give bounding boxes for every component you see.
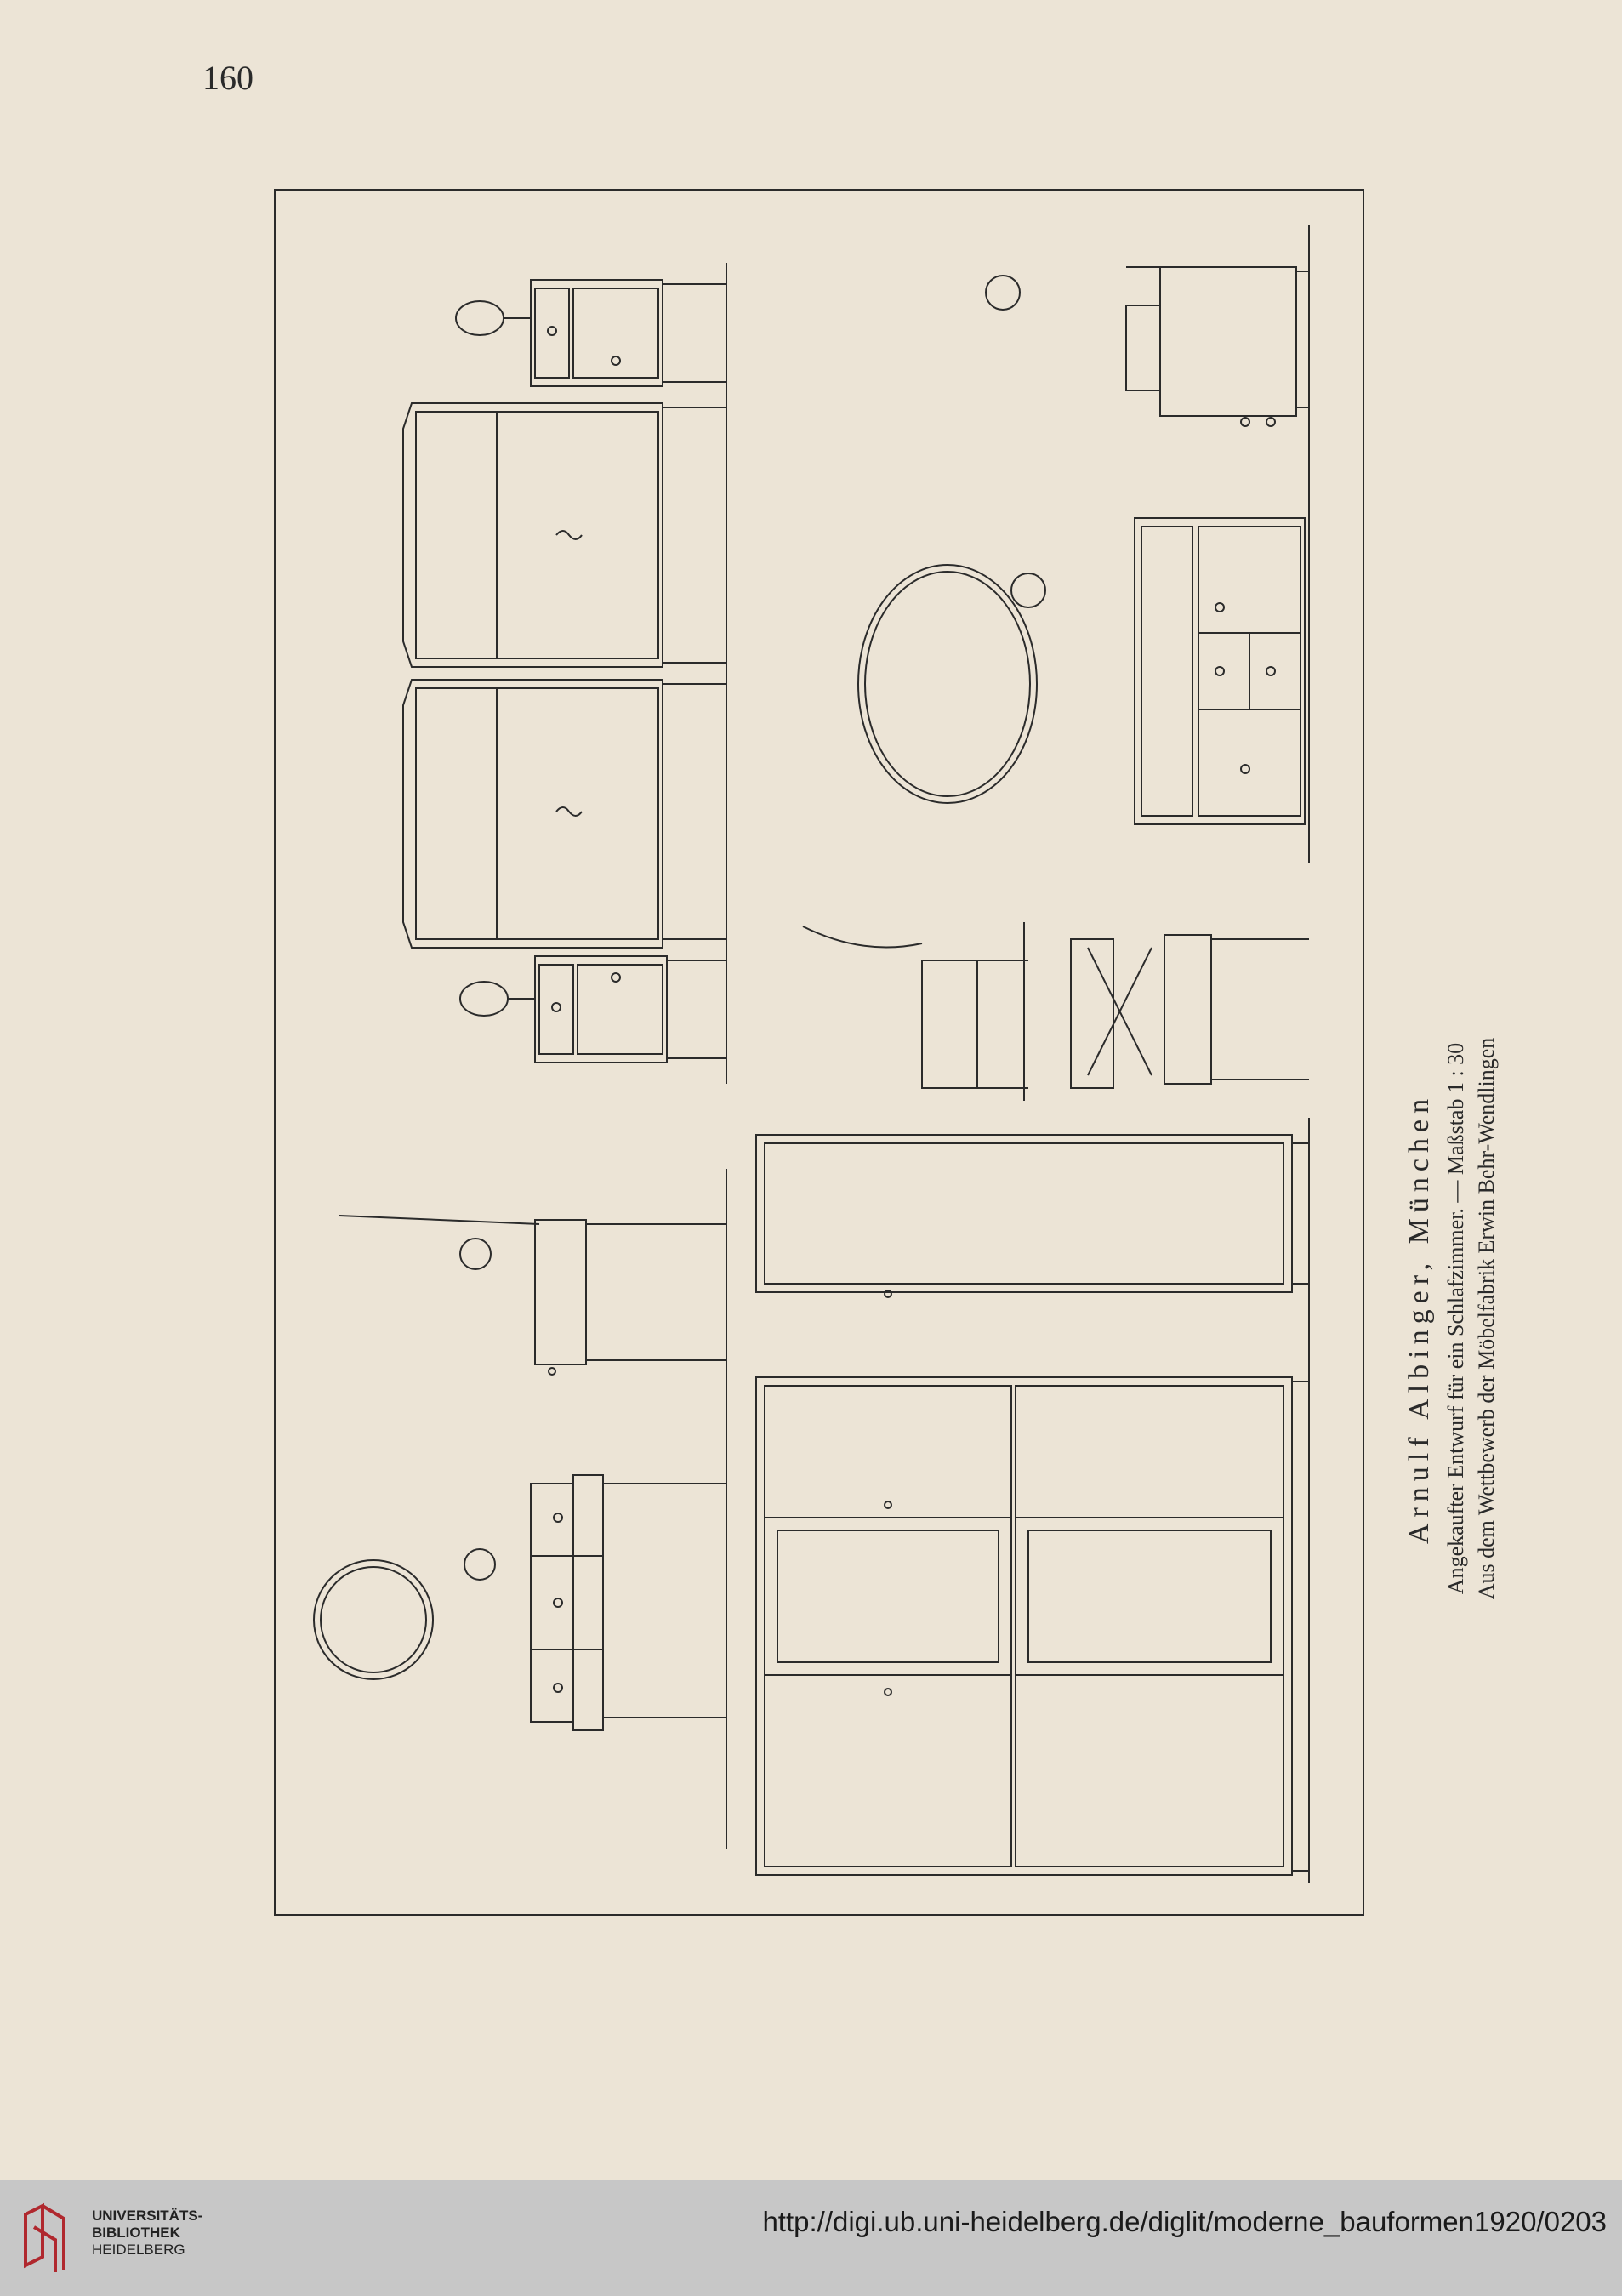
wardrobe xyxy=(755,1376,1309,1876)
bedside-table-bottom xyxy=(459,955,726,1063)
washstand-top-right xyxy=(985,266,1309,427)
furniture-elevations-drawing xyxy=(313,225,1310,1883)
library-name-line-3: HEIDELBERG xyxy=(92,2242,185,2258)
small-desk xyxy=(339,1215,726,1376)
ub-heidelberg-logo-icon xyxy=(24,2202,65,2272)
chest xyxy=(755,1134,1309,1298)
source-url-link[interactable]: http://digi.ub.uni-heidelberg.de/diglit/… xyxy=(762,2206,1607,2237)
caption-line-2: Angekaufter Entwurf für ein Schlafzimmer… xyxy=(1443,1042,1468,1595)
caption-title: Arnulf Albinger, München xyxy=(1403,1092,1435,1545)
library-name: UNIVERSITÄTS- BIBLIOTHEK HEIDELBERG xyxy=(92,2208,202,2259)
bedside-table-top xyxy=(455,279,726,387)
chairs xyxy=(802,922,1309,1101)
furniture-drawing-plate xyxy=(274,189,1364,1916)
caption-line-3: Aus dem Wettbewerb der Möbelfabrik Erwin… xyxy=(1474,1037,1499,1600)
plate-caption: Arnulf Albinger, München Angekaufter Ent… xyxy=(1403,766,1502,1872)
page-number: 160 xyxy=(202,59,253,97)
bed-drawing xyxy=(402,402,726,949)
oval-mirror-washstand xyxy=(857,517,1306,825)
footer-bar: UNIVERSITÄTS- BIBLIOTHEK HEIDELBERG http… xyxy=(0,2180,1622,2296)
dressing-table xyxy=(313,1474,726,1731)
library-name-line-2: BIBLIOTHEK xyxy=(92,2225,180,2241)
library-name-line-1: UNIVERSITÄTS- xyxy=(92,2208,203,2224)
